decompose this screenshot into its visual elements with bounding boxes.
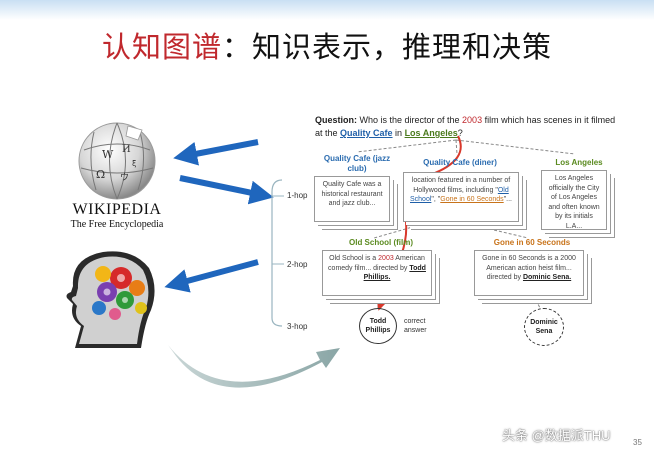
answer-node-todd-phillips: Todd Phillips <box>359 308 397 344</box>
svg-text:И: И <box>122 144 131 155</box>
arrow-to-wikipedia <box>173 139 259 166</box>
question-part: ? <box>457 128 463 138</box>
question-part: Who is the director of the <box>357 115 463 125</box>
arrow-to-head <box>164 259 259 293</box>
hop-label: 2-hop <box>287 260 308 269</box>
entity-quality-cafe: Quality Cafe <box>340 128 393 138</box>
card-text: American comedy film... directed by <box>328 255 425 272</box>
slide-title: 认知图谱：知识表示，推理和决策 <box>0 24 654 66</box>
curved-grey-arrow <box>168 345 340 388</box>
question-part: film which has scenes in it filmed at th… <box>315 115 616 138</box>
card-text: location featured in a number of Hollywo… <box>411 177 511 194</box>
card-la: Los Angeles officially the City of Los A… <box>541 170 607 230</box>
hop-label: 1-hop <box>287 191 308 200</box>
question-label: Question: <box>315 115 357 125</box>
page-number: 35 <box>633 438 642 447</box>
question-text: Question: Who is the director of the 200… <box>315 114 625 140</box>
hop-label: 3-hop <box>287 322 308 331</box>
card-year: 2003 <box>378 255 394 262</box>
svg-text:Ω: Ω <box>96 168 105 181</box>
card-text: "... <box>503 196 513 203</box>
card-text: ", " <box>431 196 441 203</box>
card-title-gone60: Gone in 60 Seconds <box>493 238 571 247</box>
node-dominic-sena: Dominic Sena <box>524 308 564 346</box>
card-title-old-school: Old School (film) <box>349 238 413 247</box>
director-todd-phillips: Todd Phillips. <box>363 264 426 282</box>
watermark: 头条 @数据派THU <box>502 428 611 443</box>
title-highlight: 认知图谱 <box>101 32 222 64</box>
top-banner <box>0 0 654 20</box>
card-text: Gone in 60 Seconds is a 2000 American ac… <box>482 255 576 281</box>
question-part: in <box>392 128 405 138</box>
card-old-school: Old School is a 2003 American comedy fil… <box>322 250 432 296</box>
card-title-la: Los Angeles <box>555 158 603 167</box>
card-qc-club: Quality Cafe was a historical restaurant… <box>314 176 390 222</box>
node-label: Dominic Sena <box>530 319 558 335</box>
brain-gears-head-icon <box>66 251 155 348</box>
card-title-qc-club: Quality Cafe (jazz club) <box>323 154 391 173</box>
answer-node-label: Todd Phillips <box>365 318 391 334</box>
title-rest: ：知识表示，推理和决策 <box>222 32 553 64</box>
svg-text:W: W <box>102 148 114 161</box>
link-old-school[interactable]: Old School <box>409 186 509 204</box>
card-title-qc-diner: Quality Cafe (diner) <box>423 158 497 167</box>
wikipedia-globe-icon: W И Ω ウ ξ <box>78 122 156 200</box>
wikipedia-tagline: The Free Encyclopedia <box>70 219 164 230</box>
correct-answer-label: correct answer <box>404 318 427 334</box>
wikipedia-wordmark: Wikipedia <box>72 201 162 218</box>
card-text: Quality Cafe was a historical restaurant… <box>321 181 383 207</box>
link-gone-in-60[interactable]: Gone in 60 Seconds <box>440 196 504 203</box>
card-text: Old School is a <box>329 255 379 262</box>
card-qc-diner: location featured in a number of Hollywo… <box>403 172 519 222</box>
question-year: 2003 <box>462 115 483 125</box>
director-dominic-sena: Dominic Sena. <box>522 274 572 281</box>
svg-text:ξ: ξ <box>132 159 136 168</box>
card-gone60: Gone in 60 Seconds is a 2000 American ac… <box>474 250 584 296</box>
arrow-from-wikipedia <box>179 175 274 205</box>
entity-los-angeles: Los Angeles <box>404 128 458 138</box>
card-text: Los Angeles officially the City of Los A… <box>548 175 600 230</box>
svg-text:ウ: ウ <box>120 172 129 183</box>
